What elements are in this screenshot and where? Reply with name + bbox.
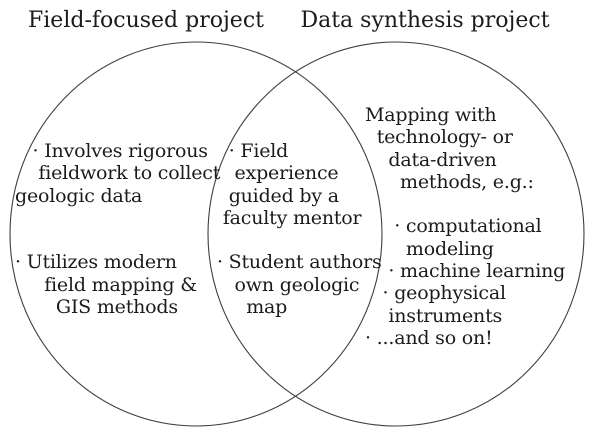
right-circle-outline [207, 41, 585, 427]
left-circle-outline [9, 41, 383, 427]
right-circle-title: Data synthesis project [300, 8, 550, 33]
overlap-text: · Field experience guided by a faculty m… [217, 140, 382, 319]
right-circle-text: Mapping with technology- or data-driven … [365, 104, 566, 349]
left-circle-title: Field-focused project [28, 8, 264, 33]
left-circle-text: · Involves rigorous fieldwork to collect… [15, 140, 221, 319]
